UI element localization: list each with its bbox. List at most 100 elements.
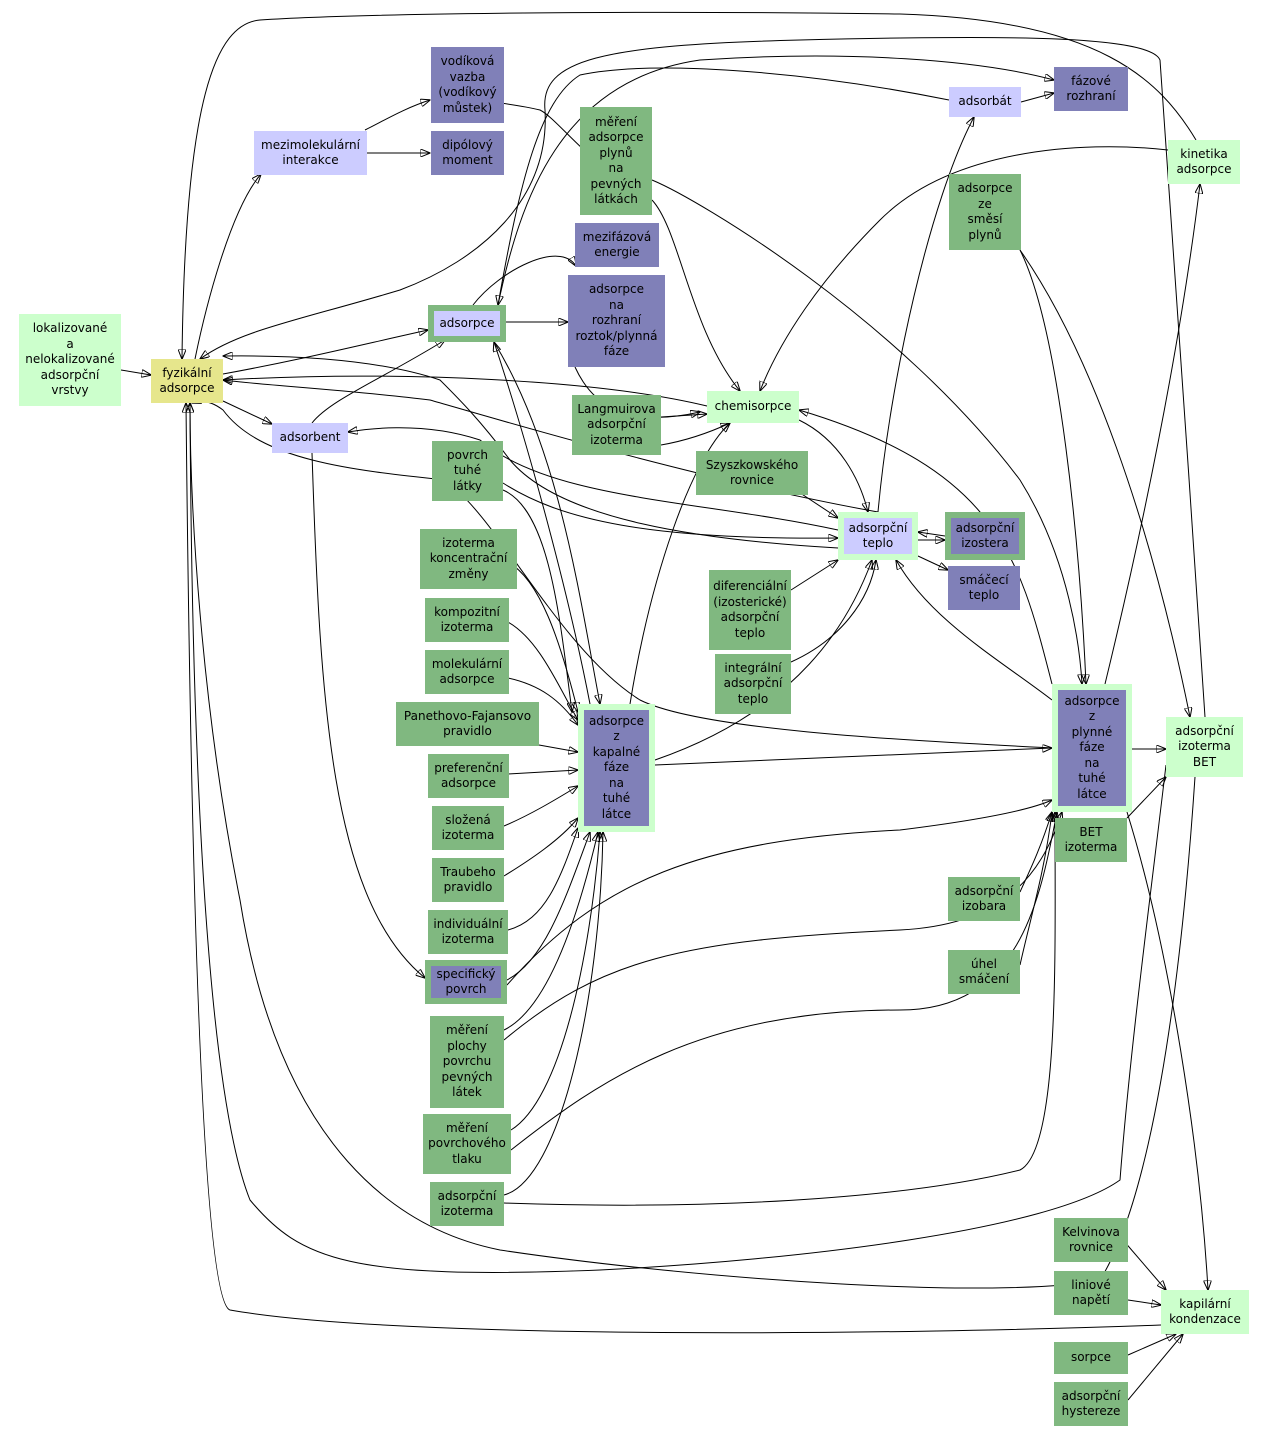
node-label: lokalizované a nelokalizované adsorpční …	[25, 321, 115, 398]
node-uhel: úhel smáčení	[948, 950, 1020, 994]
edge-23	[760, 146, 1169, 391]
node-preferencni: preferenční adsorpce	[428, 754, 509, 798]
node-label: chemisorpce	[714, 399, 792, 414]
node-mereni-plynu: měření adsorpce plynů na pevných látkách	[580, 107, 652, 215]
edge-34	[503, 786, 578, 827]
node-label: molekulární adsorpce	[431, 656, 503, 687]
node-label: individuální izoterma	[433, 916, 503, 947]
edge-74	[223, 356, 839, 549]
edge-45	[896, 560, 1053, 701]
edge-54	[1127, 1299, 1161, 1305]
edge-43	[654, 560, 872, 761]
node-label: izoterma koncentrační změny	[429, 535, 508, 581]
edge-55	[1127, 1334, 1176, 1356]
edge-36	[507, 828, 578, 931]
node-label: úhel smáčení	[958, 956, 1010, 987]
node-label: měření povrchového tlaku	[428, 1120, 506, 1166]
edge-33	[507, 770, 578, 774]
node-izostera: adsorpční izostera	[945, 512, 1025, 560]
node-label: adsorpční izoterma BET	[1175, 723, 1234, 769]
node-kinetika: kinetika adsorpce	[1168, 140, 1240, 184]
edge-68	[498, 67, 950, 305]
edge-1	[222, 400, 272, 424]
edge-29	[507, 561, 578, 712]
node-label: fázové rozhraní	[1066, 73, 1116, 104]
node-kapalne: adsorpce z kapalné fáze na tuhé látce	[578, 704, 655, 832]
node-label: specifický povrch	[431, 966, 501, 998]
node-kapilarni: kapilární kondenzace	[1161, 1290, 1249, 1334]
node-label: adsorpce	[434, 311, 500, 336]
node-mezifazova: mezifázová energie	[575, 223, 659, 267]
edge-44	[629, 423, 730, 705]
edge-49	[503, 812, 1055, 1206]
node-label: kinetika adsorpce	[1176, 146, 1232, 177]
node-label: dipólový moment	[442, 137, 493, 168]
edge-18	[918, 532, 946, 536]
edge-39	[510, 832, 600, 1131]
node-label: integrální adsorpční teplo	[723, 660, 783, 706]
node-label: fyzikální adsorpce	[159, 365, 215, 396]
node-povrch-tuhe: povrch tuhé látky	[432, 441, 503, 501]
node-izoterma-bet: adsorpční izoterma BET	[1166, 717, 1243, 777]
node-label: adsorpce z plynné fáze na tuhé látce	[1058, 690, 1126, 806]
node-panethovo: Panethovo-Fajansovo pravidlo	[396, 702, 539, 746]
node-bet-izoterma: BET izoterma	[1055, 818, 1127, 862]
edge-6	[311, 340, 445, 424]
edge-52	[1019, 812, 1052, 966]
edge-20	[917, 555, 948, 570]
node-chemisorpce: chemisorpce	[707, 391, 799, 423]
node-integralni: integrální adsorpční teplo	[715, 654, 791, 714]
edge-25	[1019, 249, 1190, 717]
edge-69	[493, 341, 600, 704]
edge-70	[494, 342, 591, 705]
node-mereni-plochy: měření plochy povrchu pevných látek	[430, 1016, 504, 1108]
edge-24	[1019, 249, 1086, 684]
node-izobara: adsorpční izobara	[948, 877, 1020, 921]
node-label: mezifázová energie	[582, 229, 652, 260]
edge-40	[503, 832, 603, 1196]
node-label: Kelvinova rovnice	[1062, 1224, 1120, 1255]
edge-7	[472, 255, 576, 306]
node-label: adsorpční hystereze	[1061, 1388, 1121, 1419]
node-label: adsorpce z kapalné fáze na tuhé látce	[584, 710, 649, 826]
node-smaceci-teplo: smáčecí teplo	[948, 566, 1020, 610]
node-izoterma-konc: izoterma koncentrační změny	[420, 529, 517, 589]
edge-71	[502, 489, 572, 712]
edge-59	[182, 11, 1197, 359]
edge-13	[798, 419, 868, 512]
node-kelvinova: Kelvinova rovnice	[1054, 1218, 1128, 1262]
node-adsorbat: adsorbát	[949, 87, 1021, 117]
edge-53	[1122, 1239, 1166, 1290]
node-sorpce: sorpce	[1054, 1342, 1128, 1374]
node-fyzikalni: fyzikální adsorpce	[151, 359, 223, 403]
edge-10	[651, 199, 740, 391]
edge-42	[654, 748, 1052, 766]
edge-2	[194, 174, 261, 360]
node-slozena: složená izoterma	[432, 806, 504, 850]
node-label: Szyszkowského rovnice	[705, 457, 799, 488]
edge-35	[503, 818, 578, 877]
edge-47	[503, 812, 1062, 1041]
node-rozhrani-roztok: adsorpce na rozhraní roztok/plynná fáze	[568, 275, 665, 367]
node-liniove: liniové napětí	[1054, 1271, 1128, 1315]
node-label: mezimolekulární interakce	[261, 137, 360, 168]
edge-73	[497, 55, 1054, 306]
node-label: adsorpce ze směsí plynů	[957, 181, 1013, 242]
edge-41	[311, 452, 425, 978]
edge-62	[190, 403, 1167, 1273]
node-hystereze: adsorpční hystereze	[1054, 1382, 1128, 1426]
edge-58	[186, 403, 1162, 1334]
node-label: smáčecí teplo	[959, 572, 1009, 603]
edge-61	[190, 403, 1196, 1289]
edge-28	[1104, 184, 1200, 685]
edge-38	[503, 832, 598, 1031]
edge-5	[222, 330, 428, 375]
edge-22	[1020, 93, 1054, 103]
node-label: adsorpce na rozhraní roztok/plynná fáze	[575, 282, 658, 359]
edge-67	[348, 428, 839, 531]
node-lokalizovane: lokalizované a nelokalizované adsorpční …	[19, 314, 121, 406]
node-individualni: individuální izoterma	[428, 910, 508, 954]
edge-0	[120, 370, 151, 375]
